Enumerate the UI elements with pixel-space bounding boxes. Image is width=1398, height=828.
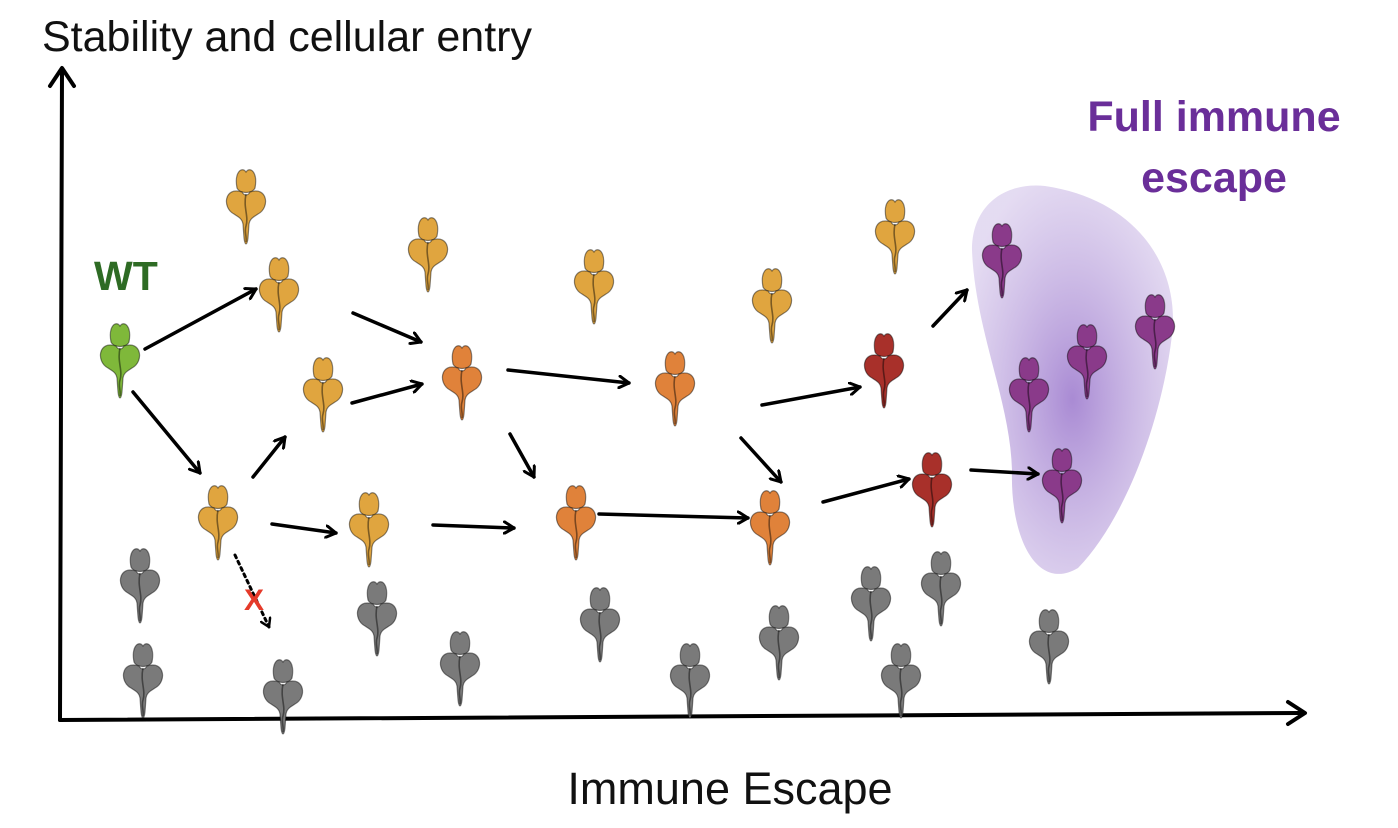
intermediate-spike [751, 267, 793, 344]
arrow [431, 525, 516, 528]
advanced-spike [555, 484, 597, 561]
intermediate-spike [258, 256, 300, 333]
intermediate-spike [348, 491, 390, 568]
arrow [760, 387, 862, 407]
nonviable-spike [122, 642, 164, 719]
nonviable-spike [880, 642, 922, 719]
nonviable-spike [920, 550, 962, 627]
near-escape-spike [911, 451, 953, 528]
transition-arrows [131, 288, 1040, 629]
arrow [931, 288, 969, 328]
arrow [508, 432, 534, 479]
arrow [597, 514, 750, 518]
full-escape-label-line2: escape [1141, 154, 1287, 202]
intermediate-spike [573, 248, 615, 325]
nonviable-spike [356, 580, 398, 657]
full-escape-region [972, 185, 1173, 574]
x-axis-arrowhead [1286, 700, 1307, 726]
arrow [143, 289, 258, 351]
arrow [351, 311, 423, 342]
advanced-spike [749, 489, 791, 566]
intermediate-spike [225, 168, 267, 245]
nonviable-spike [119, 547, 161, 624]
y-axis-arrowhead [48, 66, 76, 88]
x-axis-label: Immune Escape [567, 763, 893, 814]
intermediate-spike [407, 216, 449, 293]
axes [48, 66, 1307, 726]
advanced-spike [654, 350, 696, 427]
y-axis [58, 68, 64, 722]
arrow [350, 384, 424, 405]
wild-type-label: WT [94, 253, 158, 299]
nonviable-spike [669, 642, 711, 719]
full-escape-label-line1: Full immune [1087, 93, 1341, 141]
intermediate-spike [197, 484, 239, 561]
arrow [969, 470, 1040, 474]
nonviable-spike [439, 630, 481, 707]
blocked-arrow [233, 553, 269, 629]
blocked-path-mark: X [244, 584, 265, 617]
wt-spike [99, 322, 141, 399]
y-axis-label: Stability and cellular entry [42, 13, 532, 61]
nonviable-spike [758, 604, 800, 681]
arrow [251, 435, 287, 479]
nonviable-spike [850, 565, 892, 642]
near-escape-spike [863, 332, 905, 409]
arrow [506, 368, 631, 383]
intermediate-spike [302, 356, 344, 433]
nonviable-spike [1028, 608, 1070, 685]
x-axis [58, 711, 1304, 722]
nonviable-spike [579, 586, 621, 663]
arrow [131, 390, 202, 475]
arrow [739, 436, 783, 484]
advanced-spike [441, 344, 483, 421]
nonviable-spike [262, 658, 304, 735]
arrow [821, 479, 911, 504]
intermediate-spike [874, 198, 916, 275]
arrow [270, 522, 338, 533]
